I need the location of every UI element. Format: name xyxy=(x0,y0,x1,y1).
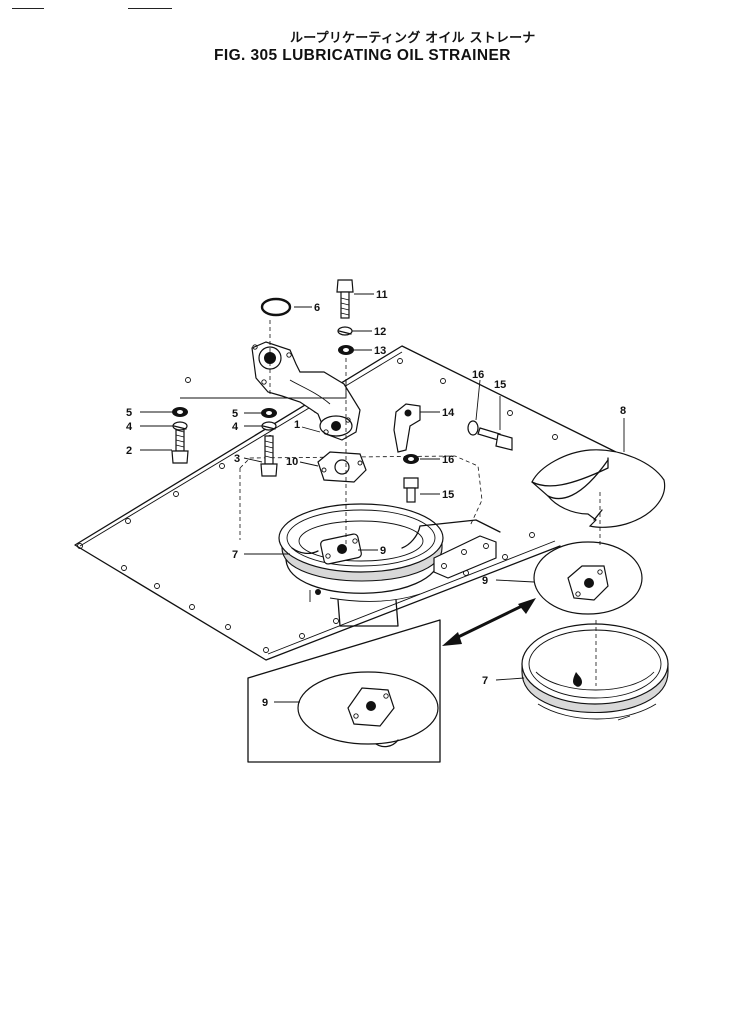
callout-7-installed: 7 xyxy=(232,549,238,561)
callout-3: 3 xyxy=(234,453,240,465)
callout-4-middle: 4 xyxy=(232,421,239,433)
bolt-part-2 xyxy=(171,424,189,464)
callout-16-upper: 16 xyxy=(472,369,484,381)
washer-part-16-upper xyxy=(467,420,479,436)
callout-9-installed: 9 xyxy=(380,545,386,557)
figure-title: FIG. 305 LUBRICATING OIL STRAINER xyxy=(214,47,511,64)
oil-pan-plate xyxy=(74,345,623,661)
inset-alternative-plate xyxy=(247,619,441,763)
header-rule-right xyxy=(128,8,172,9)
callout-16-lower: 16 xyxy=(442,454,454,466)
callout-8: 8 xyxy=(620,405,626,417)
callout-13: 13 xyxy=(374,345,386,357)
lock-washer-part-12 xyxy=(337,326,353,336)
callout-9-inset: 9 xyxy=(262,697,268,709)
callout-7-exploded: 7 xyxy=(482,675,488,687)
strainer-housing-installed xyxy=(278,503,501,627)
bolt-part-11 xyxy=(336,279,354,319)
strainer-screen-part-8 xyxy=(531,449,666,528)
double-arrow xyxy=(442,598,536,646)
strainer-plate-part-9-exploded xyxy=(533,541,643,615)
washer-part-5-middle xyxy=(261,408,277,418)
strainer-housing-part-7-exploded xyxy=(521,623,669,721)
callout-11: 11 xyxy=(376,289,388,301)
callout-9-exploded: 9 xyxy=(482,575,488,587)
o-ring-part-6 xyxy=(260,297,292,317)
bolt-part-15-lower xyxy=(403,477,419,503)
callout-2: 2 xyxy=(126,445,132,457)
header-rule-left xyxy=(12,8,44,9)
callout-10: 10 xyxy=(286,456,298,468)
washer-part-16-lower xyxy=(403,454,419,464)
washer-part-13 xyxy=(338,345,354,355)
washer-part-4-left xyxy=(172,421,188,431)
washer-part-4-middle xyxy=(261,421,277,431)
leader-lines xyxy=(140,293,625,703)
callout-6: 6 xyxy=(314,302,320,314)
bolt-part-15-upper xyxy=(477,427,513,451)
callout-5-left: 5 xyxy=(126,407,132,419)
callout-15-lower: 15 xyxy=(442,489,454,501)
callout-14: 14 xyxy=(442,407,455,419)
callout-5-middle: 5 xyxy=(232,408,238,420)
suction-pipe xyxy=(251,341,361,441)
callout-labels: 6 11 12 13 5 4 2 5 4 3 1 10 14 16 15 16 … xyxy=(126,289,626,709)
title-japanese: ループリケーティング オイル ストレーナ xyxy=(290,31,536,46)
bolt-part-3 xyxy=(260,435,278,477)
washer-part-5-left xyxy=(172,407,188,417)
callout-1: 1 xyxy=(294,419,300,431)
callout-4-left: 4 xyxy=(126,421,133,433)
bracket-part-14 xyxy=(393,403,421,453)
callout-12: 12 xyxy=(374,326,386,338)
gasket-part-10 xyxy=(317,451,367,483)
callout-15-upper: 15 xyxy=(494,379,506,391)
